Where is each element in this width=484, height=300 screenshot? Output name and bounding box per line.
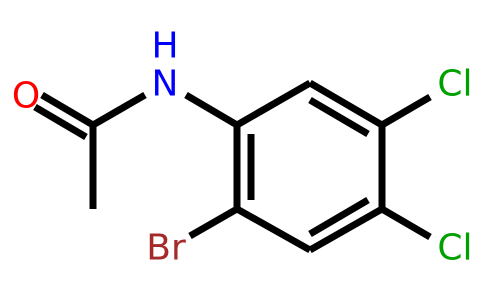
- bond-ring-chlorine-top: [380, 93, 432, 129]
- bond-ring-c4-c5: [308, 205, 384, 254]
- bond-ring-chlorine-bottom: [380, 205, 432, 241]
- bond-ring-c2-c3: [308, 79, 384, 129]
- bond-nitrogen-ring: [184, 91, 239, 129]
- bond-ring-c4-c5-inner: [308, 196, 370, 238]
- bond-ring-bromine: [188, 205, 239, 240]
- atom-nitrogen: N: [152, 64, 179, 105]
- bond-carbonyl-nitrogen: [91, 91, 147, 129]
- bond-carbonyl-oxygen-second: [33, 103, 88, 141]
- atom-chlorine-bottom: Cl: [437, 228, 472, 269]
- bond-ring-c5-c6: [235, 205, 312, 254]
- atom-chlorine-top: Cl: [437, 64, 472, 105]
- bond-ring-c2-c3-inner: [308, 96, 370, 138]
- atom-bromine: Br: [146, 228, 186, 269]
- bond-carbonyl-oxygen: [40, 91, 95, 129]
- bond-lines: [33, 79, 432, 254]
- atom-hydrogen: H: [151, 26, 178, 67]
- bond-ring-c1-c2: [235, 79, 312, 129]
- atom-oxygen: O: [12, 76, 40, 117]
